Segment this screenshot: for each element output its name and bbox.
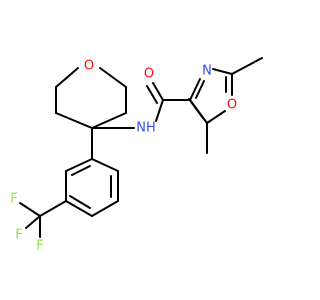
atom-label-fluorine-2: F <box>15 228 22 243</box>
atom-label-oxazole-nitrogen: N <box>202 64 212 79</box>
amide-linkage <box>91 82 191 129</box>
molecule-structure: O O N O NH F F F <box>10 57 263 254</box>
tetrahydropyran-ring <box>55 67 127 129</box>
atom-label-amide-nh: NH <box>136 121 156 136</box>
oxazole-ring <box>188 68 233 124</box>
trifluoromethyl-group <box>19 200 67 238</box>
atom-label-fluorine-1: F <box>10 192 17 207</box>
atom-label-fluorine-3: F <box>36 239 43 254</box>
atom-label-oxazole-oxygen: O <box>227 98 237 113</box>
atom-label-carbonyl-oxygen: O <box>144 67 154 82</box>
atom-label-pyran-oxygen: O <box>84 59 94 74</box>
phenyl-ring <box>65 127 119 217</box>
methyl-groups <box>206 57 263 154</box>
